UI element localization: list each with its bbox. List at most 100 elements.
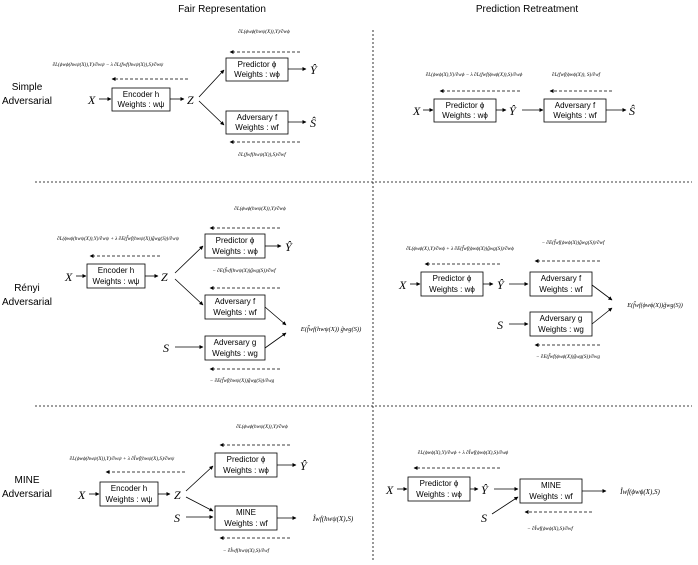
- adversary-f-box-renyi-retreat: [529, 271, 593, 297]
- symbol-x-simple-retreat: X: [412, 104, 421, 118]
- symbol-s-mine-retreat: S: [481, 511, 487, 525]
- formula-renyi-encoder-gradient: ∂L(ϕwϕ(hwψ(X)),Y)/∂wψ + λ ∂E(f̃wf(hwψ(X)…: [57, 235, 180, 242]
- predictor-box-simple-weights: Weights : wϕ: [234, 70, 280, 79]
- mine-retreat-diagram: ∂L(ϕwϕ(X),Y)/∂wϕ + λ ∂Îwf(ϕwϕ(X),S)/∂wϕ …: [385, 448, 661, 532]
- encoder-box-renyi: [86, 263, 146, 289]
- predictor-box-renyi-weights: Weights : wϕ: [212, 247, 258, 256]
- adversary-g-box-renyi-title: Adversary g: [214, 338, 257, 347]
- encoder-box-simple-title: Encoder h: [123, 90, 159, 99]
- adversary-g-box-renyi: [204, 335, 266, 361]
- formula-mine-encoder-gradient: ∂L(ϕwϕ(hwψ(X)),Y)/∂wψ + λ ∂Îwf(hwψ(X),S)…: [70, 454, 175, 462]
- encoder-box-renyi-weights: Weights : wψ: [93, 277, 140, 286]
- encoder-box-simple: [111, 87, 171, 112]
- formula-mine-retreat-predictor-gradient: ∂L(ϕwϕ(X),Y)/∂wϕ + λ ∂Îwf(ϕwϕ(X),S)/∂wϕ: [418, 448, 509, 456]
- header-fair-representation: Fair Representation: [178, 4, 266, 15]
- formula-simple-retreat-adversary-gradient: ∂L(fwf(ϕwϕ(X)), S)/∂wf: [552, 71, 602, 78]
- adversary-g-box-renyi-retreat: [529, 311, 593, 337]
- symbol-yhat-mine-retreat: Ŷ: [481, 483, 489, 497]
- predictor-box-mine-retreat-title: Predictor ϕ: [420, 479, 459, 488]
- encoder-box-mine-title: Encoder h: [111, 484, 147, 493]
- mine-box-title: MINE: [236, 508, 256, 517]
- header-prediction-retreatment: Prediction Retreatment: [476, 4, 578, 15]
- predictor-box-mine-weights: Weights : wϕ: [223, 466, 269, 475]
- formula-renyi-retreat-adversary-f-gradient: − ∂E(f̃wf(ϕwϕ(X))g̃wg(S))/∂wf: [542, 239, 606, 246]
- formula-simple-adversary-gradient: ∂L(fwf(hwψ(X)),S)/∂wf: [238, 151, 287, 158]
- encoder-box-simple-weights: Weights : wψ: [118, 100, 165, 109]
- predictor-box-simple: [225, 57, 289, 82]
- adversary-f-box-simple-retreat-weights: Weights : wf: [553, 111, 597, 120]
- predictor-box-mine-title: Predictor ϕ: [227, 455, 266, 464]
- adversary-f-box-renyi-weights: Weights : wf: [213, 308, 257, 317]
- formula-renyi-retreat-correlation: E(f̃wf(ϕwϕ(X))g̃wg(S)): [626, 302, 683, 309]
- row-label-renyi-line2: Adversarial: [2, 297, 52, 308]
- formula-mine-output: Îwf(hwψ(X),S): [312, 515, 354, 523]
- adversary-f-box-renyi-retreat-weights: Weights : wf: [539, 285, 583, 294]
- mine-box-retreat-title: MINE: [541, 481, 561, 490]
- row-label-mine-line2: Adversarial: [2, 489, 52, 500]
- formula-renyi-retreat-adversary-g-gradient: − ∂E(f̃wf(ϕwϕ(X))g̃wg(S))/∂wg: [536, 353, 600, 360]
- section-dividers: [35, 30, 692, 562]
- adversary-f-box-simple: [225, 110, 289, 135]
- predictor-box-renyi-retreat-title: Predictor ϕ: [433, 274, 472, 283]
- formula-simple-encoder-gradient: ∂L(ϕwϕ(hwψ(X)),Y)/∂wψ − λ ∂L(fwf(hwψ(X))…: [53, 61, 165, 68]
- symbol-z-renyi: Z: [161, 270, 168, 284]
- symbol-x-simple: X: [87, 93, 96, 107]
- predictor-box-renyi-retreat-weights: Weights : wϕ: [429, 285, 475, 294]
- symbol-shat-simple: Ŝ: [310, 116, 316, 130]
- symbol-yhat-renyi: Ŷ: [285, 240, 293, 254]
- formula-renyi-adversary-f-gradient: − ∂E(f̃wf(hwψ(X))g̃wg(S))/∂wf: [212, 267, 277, 274]
- formula-mine-retreat-adversary-gradient: − ∂Îwf(ϕwϕ(X),S)/∂wf: [527, 524, 574, 532]
- predictor-box-simple-retreat: [433, 98, 497, 123]
- predictor-box-renyi: [204, 233, 266, 259]
- formula-renyi-retreat-predictor-gradient: ∂L(ϕwϕ(X),Y)/∂wϕ + λ ∂E(f̃wf(ϕwϕ(X))g̃wg…: [406, 245, 514, 252]
- adversary-f-box-renyi-title: Adversary f: [215, 297, 256, 306]
- formula-mine-predictor-gradient: ∂L(ϕwϕ(hwψ(X)),Y)/∂wϕ: [236, 423, 288, 430]
- adversary-f-box-simple-weights: Weights : wf: [235, 123, 279, 132]
- predictor-box-simple-title: Predictor ϕ: [238, 60, 277, 69]
- predictor-box-mine: [214, 452, 278, 478]
- predictor-box-mine-retreat: [407, 476, 471, 502]
- adversary-f-box-simple-retreat-title: Adversary f: [555, 101, 596, 110]
- predictor-box-simple-retreat-title: Predictor ϕ: [446, 101, 485, 110]
- formula-mine-adversary-gradient: − ∂Îwf(hwψ(X),S)/∂wf: [223, 546, 271, 554]
- predictor-box-simple-retreat-weights: Weights : wϕ: [442, 111, 488, 120]
- symbol-s-renyi: S: [163, 341, 169, 355]
- symbol-z-simple: Z: [187, 93, 194, 107]
- adversary-f-box-simple-retreat: [543, 98, 607, 123]
- mine-box: [214, 505, 278, 531]
- symbol-x-mine: X: [77, 488, 86, 502]
- symbol-x-renyi-retreat: X: [398, 278, 407, 292]
- symbol-yhat-simple-retreat: Ŷ: [509, 104, 517, 118]
- row-label-mine-line1: MINE: [15, 475, 40, 486]
- renyi-fair-diagram: ∂L(ϕwϕ(hwψ(X)),Y)/∂wψ + λ ∂E(f̃wf(hwψ(X)…: [57, 205, 361, 384]
- adversary-g-box-renyi-weights: Weights : wg: [212, 349, 258, 358]
- symbol-yhat-renyi-retreat: Ŷ: [497, 278, 505, 292]
- symbol-yhat-mine: Ŷ: [300, 459, 308, 473]
- formula-renyi-adversary-g-gradient: − ∂E(f̃wf(hwψ(X))g̃wg(S))/∂wg: [210, 377, 275, 384]
- adversary-g-box-renyi-retreat-title: Adversary g: [540, 314, 583, 323]
- formula-mine-retreat-output: Îwf(ϕwϕ(X),S): [619, 488, 660, 496]
- symbol-shat-simple-retreat: Ŝ: [629, 104, 635, 118]
- simple-fair-diagram: ∂L(ϕwϕ(hwψ(X)),Y)/∂wψ − λ ∂L(fwf(hwψ(X))…: [53, 28, 318, 158]
- predictor-box-renyi-title: Predictor ϕ: [216, 236, 255, 245]
- mine-box-retreat-weights: Weights : wf: [529, 492, 573, 501]
- symbol-x-mine-retreat: X: [385, 483, 394, 497]
- symbol-x-renyi: X: [64, 270, 73, 284]
- row-label-simple-line2: Adversarial: [2, 96, 52, 107]
- mine-box-weights: Weights : wf: [224, 519, 268, 528]
- symbol-yhat-simple: Ŷ: [310, 63, 318, 77]
- row-label-simple-line1: Simple: [12, 82, 43, 93]
- adversary-f-box-renyi-retreat-title: Adversary f: [541, 274, 582, 283]
- adversary-f-box-simple-title: Adversary f: [237, 113, 278, 122]
- mine-fair-diagram: ∂L(ϕwϕ(hwψ(X)),Y)/∂wψ + λ ∂Îwf(hwψ(X),S)…: [70, 423, 354, 554]
- encoder-box-mine-weights: Weights : wψ: [106, 495, 153, 504]
- adversary-g-box-renyi-retreat-weights: Weights : wg: [538, 325, 584, 334]
- encoder-box-renyi-title: Encoder h: [98, 266, 134, 275]
- symbol-s-renyi-retreat: S: [497, 318, 503, 332]
- predictor-box-renyi-retreat: [420, 271, 484, 297]
- formula-renyi-predictor-gradient: ∂L(ϕwϕ(hwψ(X)),Y)/∂wϕ: [234, 205, 286, 212]
- symbol-z-mine: Z: [174, 488, 181, 502]
- formula-simple-predictor-gradient: ∂L(ϕwϕ(hwψ(X)),Y)/∂wϕ: [238, 28, 290, 35]
- symbol-s-mine: S: [174, 511, 180, 525]
